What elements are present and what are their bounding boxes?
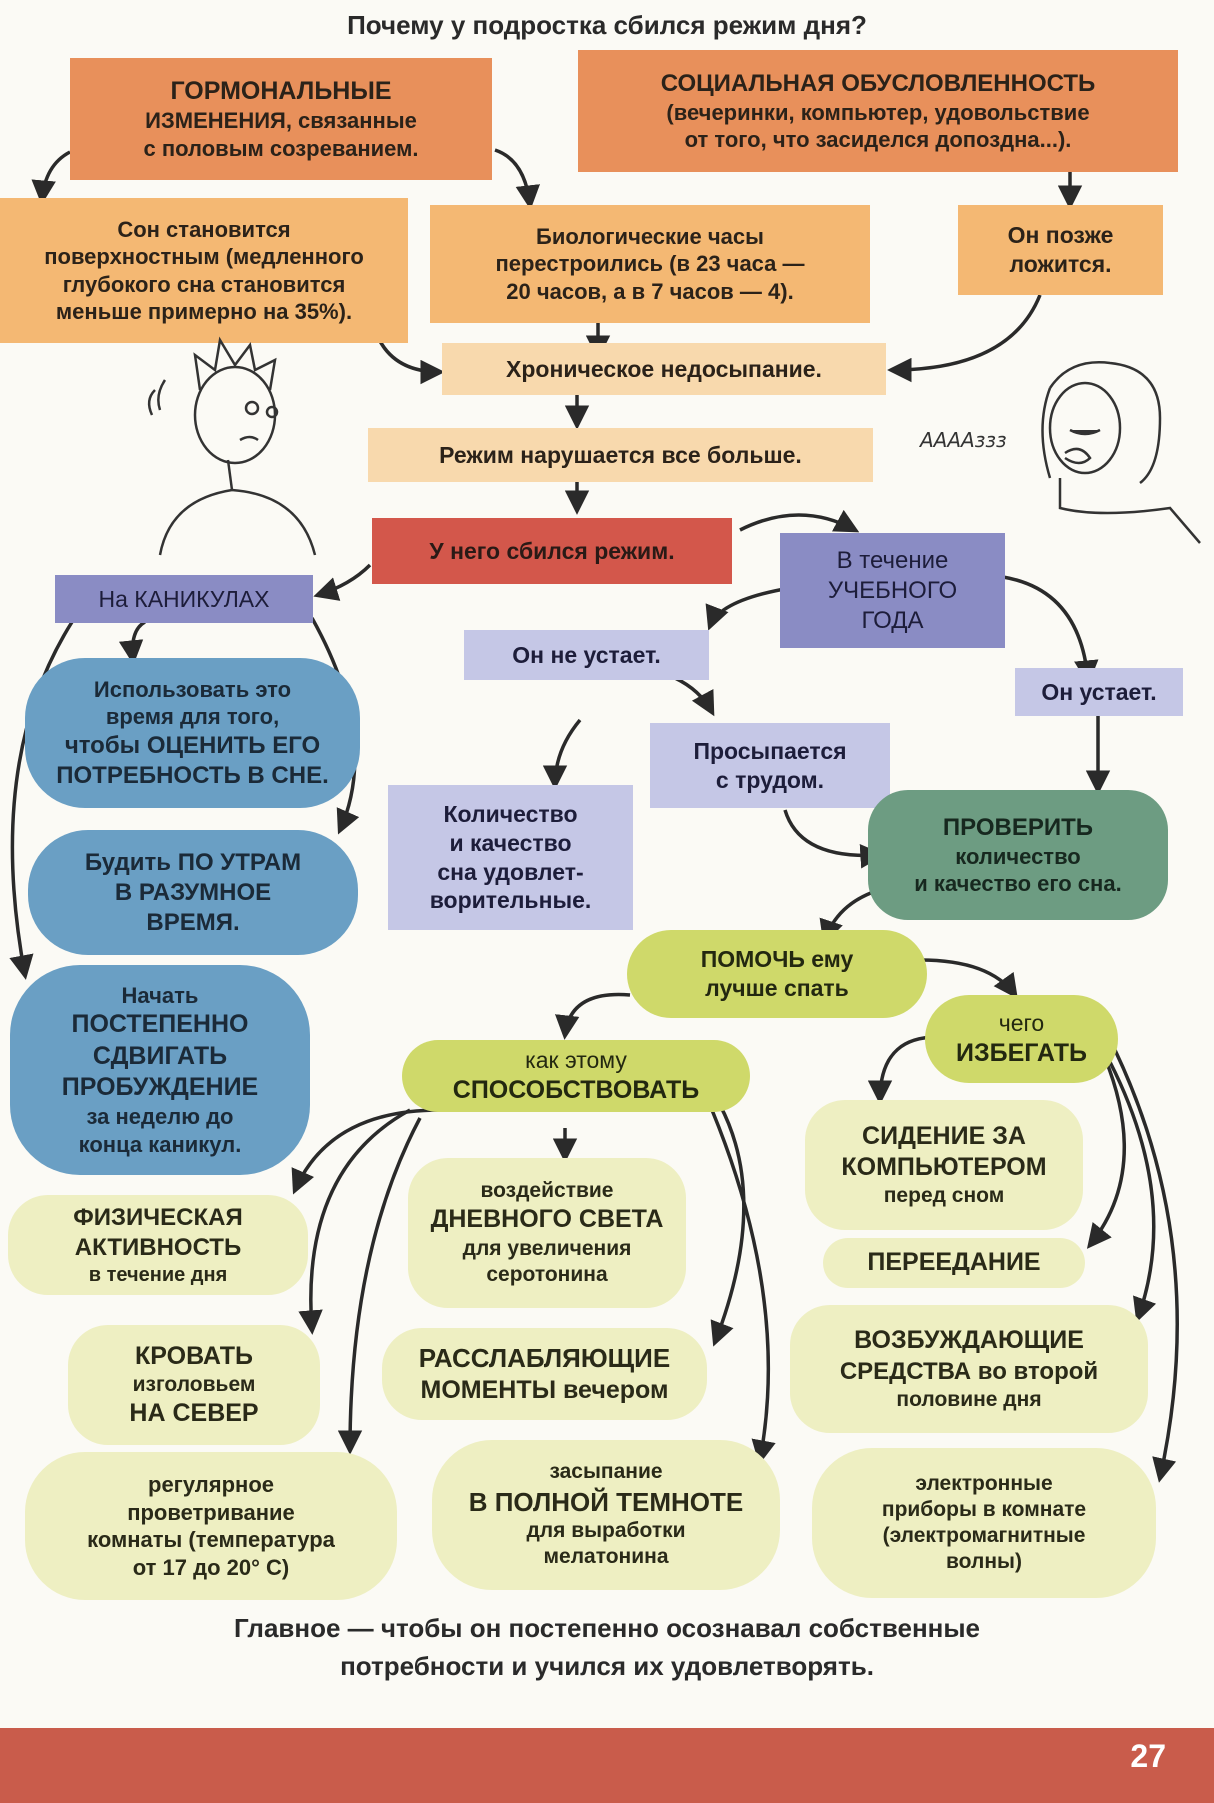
snore-text: ААААззз xyxy=(920,428,1007,452)
not-tired: Он не устает. xyxy=(464,630,709,680)
cause-social: СОЦИАЛЬНАЯ ОБУСЛОВЛЕННОСТЬ(вечеринки, ко… xyxy=(578,50,1178,172)
yawning-girl-illustration xyxy=(1041,361,1201,544)
tired-boy-illustration xyxy=(147,336,317,556)
schedule-broken: У него сбился режим. xyxy=(372,518,732,584)
footer-conclusion: Главное — чтобы он постепенно осознавал … xyxy=(233,1613,981,1681)
page-number: 27 xyxy=(1130,1738,1166,1774)
avoid-overeating: ПЕРЕЕДАНИЕ xyxy=(823,1238,1085,1288)
tired: Он устает. xyxy=(1015,668,1183,716)
page-title: Почему у подростка сбился режим дня? xyxy=(347,10,867,40)
chronic-sleep-deprivation: Хроническое недосыпание. xyxy=(442,343,886,395)
schedule-worsening: Режим нарушается все больше. xyxy=(368,428,873,482)
label-holidays: На КАНИКУЛАХ xyxy=(55,575,313,623)
bottom-bar xyxy=(0,1728,1214,1803)
